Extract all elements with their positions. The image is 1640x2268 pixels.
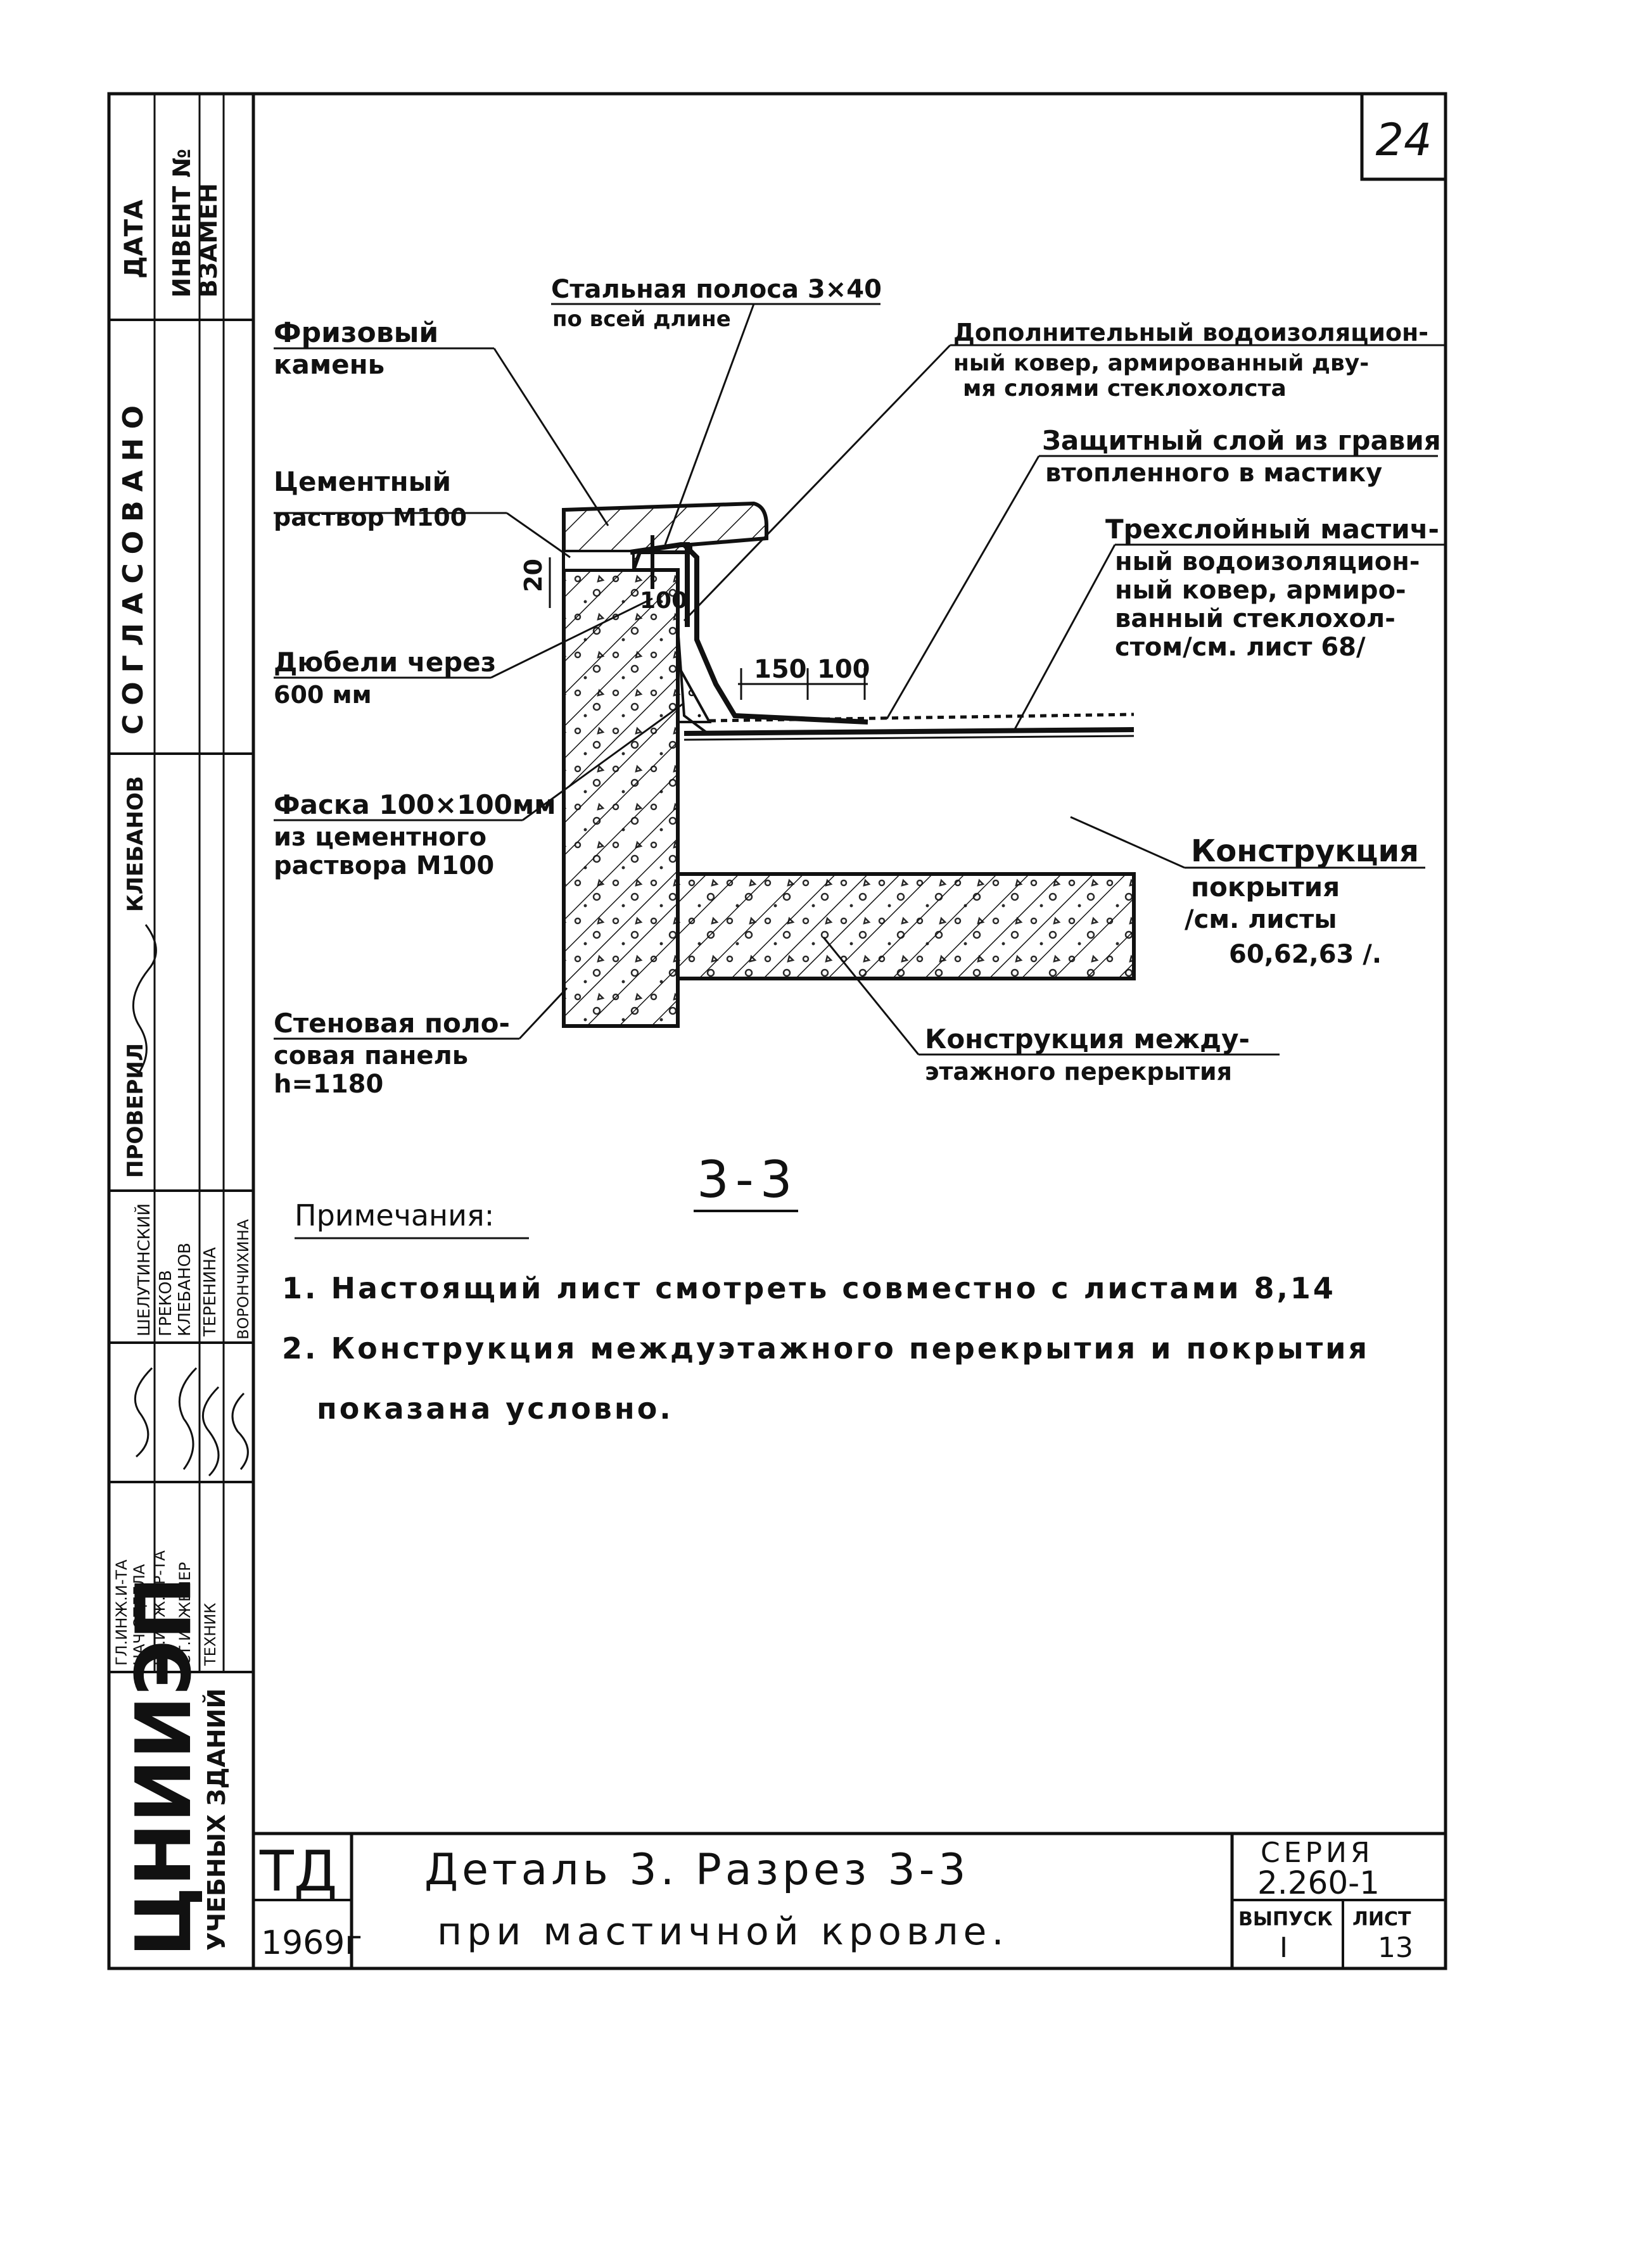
org-sub: УЧЕБНЫХ ЗДАНИЙ — [203, 1688, 231, 1951]
title-td: ТД — [259, 1839, 338, 1904]
label-gravel-1: Защитный слой из гравия — [1042, 425, 1441, 456]
stamp-role-1: ГЛ.ИНЖ.И-ТА — [113, 1559, 130, 1666]
outer-frame — [107, 92, 1447, 1970]
title-line-1: Деталь 3. Разрез 3-3 — [424, 1845, 970, 1895]
stamp-name-2: ГРЕКОВ — [156, 1270, 175, 1336]
label-chamfer-2: из цементного — [274, 823, 486, 852]
signature-3 — [178, 1367, 198, 1470]
sheet-value: 13 — [1378, 1932, 1413, 1964]
issue-label: ВЫПУСК — [1238, 1908, 1333, 1930]
leader-three — [1012, 544, 1116, 732]
signature-4 — [201, 1386, 220, 1477]
label-steel-1: Стальная полоса 3×40 — [551, 275, 882, 304]
dim-20: 20 — [519, 559, 547, 592]
series-label: СЕРИЯ — [1261, 1837, 1374, 1869]
label-gravel-2: втопленного в мастику — [1045, 459, 1382, 488]
extra-carpet — [682, 543, 868, 725]
leader-extra — [683, 344, 951, 622]
note-1: 1. Настоящий лист смотреть совместно с л… — [282, 1271, 1336, 1305]
label-three-4: ванный стеклохол- — [1115, 604, 1395, 633]
section-drawing: 20 100 150 100 Стальная полоса — [274, 275, 1444, 1099]
dim-100b: 100 — [817, 655, 870, 684]
leader-frieze — [493, 348, 609, 526]
dim-150: 150 — [754, 655, 807, 684]
stamp-role-3: ГЛ.ИНЖ.ПР-ТА — [151, 1550, 168, 1666]
sheet-number-box — [1360, 92, 1447, 181]
leader-cement — [506, 512, 571, 559]
notes-heading: Примечания: — [295, 1198, 494, 1232]
label-panel-2: совая панель — [274, 1041, 468, 1070]
issue-value: I — [1280, 1932, 1288, 1964]
label-three-5: стом/см. лист 68/ — [1115, 633, 1366, 662]
label-extra-3: мя слоями стеклохолста — [963, 376, 1287, 402]
note-2a: 2. Конструкция междуэтажного перекрытия … — [282, 1331, 1370, 1365]
leader-gravel — [886, 455, 1040, 719]
label-three-2: ный водоизоляцион- — [1115, 547, 1420, 576]
label-panel-3: h=1180 — [274, 1070, 383, 1099]
label-cement-2: раствор М100 — [274, 504, 467, 531]
label-frieze-1: Фризовый — [274, 317, 438, 349]
leader-panel — [518, 987, 568, 1040]
stamp-role-5: ТЕХНИК — [201, 1603, 219, 1666]
title-year: 1969г — [261, 1924, 362, 1962]
stamp-name-5: ВОРОНЧИХИНА — [234, 1219, 252, 1340]
label-frieze-2: камень — [274, 349, 385, 380]
stamp-date: ДАТА — [120, 200, 149, 279]
stamp-name-3: КЛЕБАНОВ — [175, 1243, 194, 1336]
label-floor-2: этажного перекрытия — [925, 1058, 1232, 1086]
leader-roof — [1070, 816, 1185, 869]
stamp-role-4: СТ.ИНЖЕНЕР — [176, 1562, 194, 1666]
leader-steel — [664, 303, 755, 545]
signature-1 — [132, 924, 157, 1077]
stamp-replace: ВЗАМЕН — [194, 183, 222, 298]
signature-5 — [231, 1392, 249, 1470]
label-cement-1: Цементный — [274, 466, 451, 497]
label-extra-1: Дополнительный водоизоляцион- — [953, 319, 1428, 346]
stamp-name-4: ТЕРЕНИНА — [201, 1247, 220, 1337]
sheet-number: 24 — [1375, 114, 1432, 166]
chamfer — [677, 660, 712, 723]
sheet-label: ЛИСТ — [1352, 1908, 1411, 1930]
stamp-name-1: ШЕЛУТИНСКИЙ — [134, 1203, 154, 1336]
leader-floor — [822, 937, 920, 1055]
series-value: 2.260-1 — [1257, 1865, 1380, 1901]
label-dowels-1: Дюбели через — [274, 647, 496, 678]
leader-chamfer — [522, 702, 685, 821]
label-extra-2: ный ковер, армированный дву- — [953, 350, 1369, 376]
stamp-soglasovano: СОГЛАСОВАНО — [117, 396, 149, 735]
section-label: 3-3 — [697, 1150, 799, 1209]
org-name: ЦНИИЭП — [120, 1576, 208, 1957]
label-three-3: ный ковер, армиро- — [1115, 576, 1406, 605]
cement-layer — [563, 550, 635, 571]
label-floor-1: Конструкция между- — [925, 1023, 1250, 1055]
notes: Примечания: 1. Настоящий лист смотреть с… — [282, 1198, 1370, 1426]
stamp-klebanov-top: КЛЕБАНОВ — [123, 776, 148, 912]
gravel-layer — [709, 713, 1135, 723]
label-chamfer-3: раствора М100 — [274, 851, 494, 880]
label-steel-2: по всей длине — [552, 307, 731, 332]
signature-2 — [134, 1367, 153, 1458]
roof-membrane — [683, 727, 1135, 736]
label-three-1: Трехслойный мастич- — [1105, 514, 1439, 545]
label-roof-1: Конструкция — [1191, 833, 1419, 869]
side-stamp: ДАТА ИНВЕНТ № ВЗАМЕН СОГЛАСОВАНО КЛЕБАНО… — [109, 94, 253, 1957]
label-roof-3: /см. листы — [1185, 905, 1337, 934]
stamp-role-2: НАЧ.ОТДЕЛА — [130, 1564, 148, 1666]
stamp-inv: ИНВЕНТ № — [168, 149, 196, 298]
label-roof-2: покрытия — [1191, 871, 1340, 903]
title-block: ТД 1969г Деталь 3. Разрез 3-3 при мастич… — [253, 1832, 1446, 1968]
label-chamfer-1: Фаска 100×100мм — [274, 789, 556, 820]
label-roof-4: 60,62,63 /. — [1229, 940, 1382, 969]
note-2b: показана условно. — [317, 1391, 673, 1426]
label-dowels-2: 600 мм — [274, 681, 372, 709]
title-line-2: при мастичной кровле. — [437, 1910, 1009, 1954]
stamp-checked: ПРОВЕРИЛ — [123, 1043, 148, 1178]
label-panel-1: Стеновая поло- — [274, 1008, 510, 1039]
leader-dowels — [490, 597, 653, 679]
